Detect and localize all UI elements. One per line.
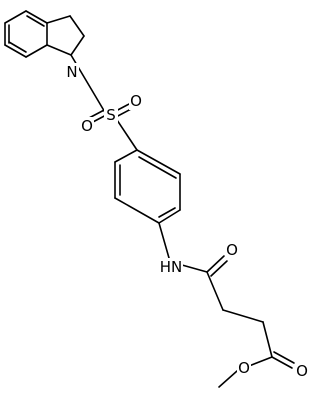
atom-labels: N S O O HN O O O [65,63,309,380]
bond [206,271,224,311]
bond [25,10,48,24]
bond [4,10,27,24]
atom-o-sulfonyl-right: O [130,92,142,110]
bond [262,321,273,358]
bond [46,15,71,24]
bond [222,309,264,323]
bond [114,149,138,163]
bond [70,35,85,56]
atom-nh-amide: HN [160,258,183,276]
bond [26,15,45,27]
bond [114,197,160,224]
bond [69,15,85,37]
bond [210,260,228,277]
bond [136,149,181,175]
atom-o-sulfonyl-left: O [81,117,93,135]
atom-o-ester-carbonyl: O [296,362,308,380]
bond [8,41,27,53]
bond [138,156,177,179]
atom-o-ester-ether: O [238,359,250,377]
bond [158,207,176,218]
bond [158,222,170,259]
bond [181,264,208,273]
bond [158,209,181,224]
atom-s-sulfonyl: S [106,106,116,124]
bonds [4,10,295,388]
bond [271,356,293,369]
bond [273,351,295,364]
bond [206,255,225,273]
atom-o-amide: O [226,241,238,259]
bond [25,44,48,58]
bond [218,370,238,388]
atom-n-indoline: N [66,63,77,81]
bond [248,356,273,367]
bond [4,44,27,58]
bond [46,44,72,56]
